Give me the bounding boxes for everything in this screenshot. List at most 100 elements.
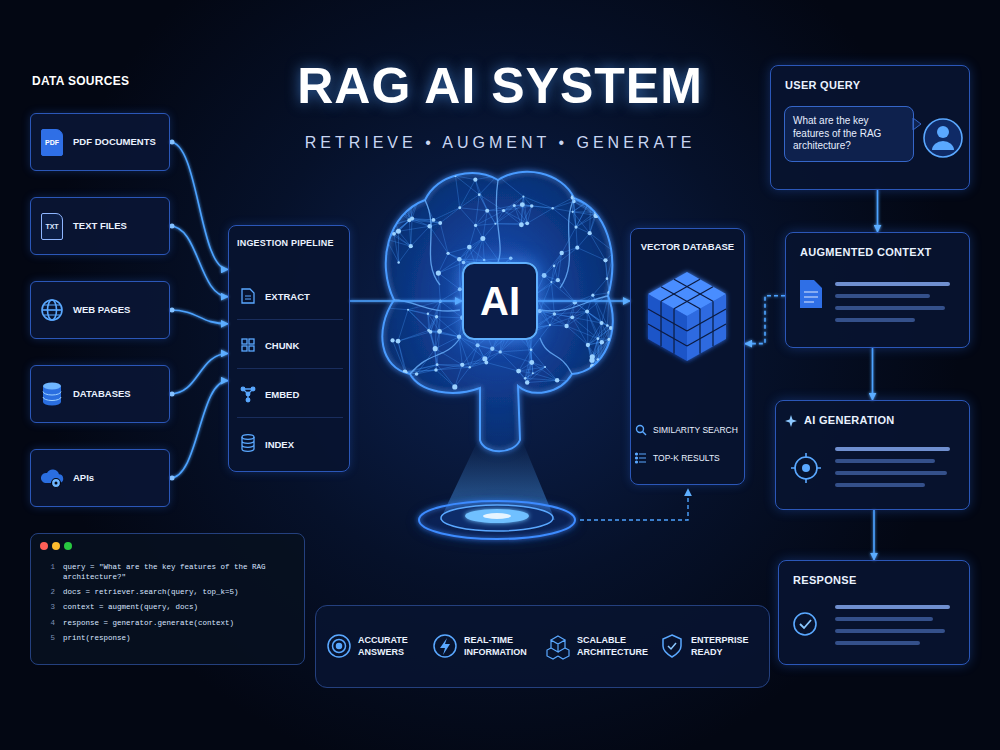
network-dot <box>478 193 481 196</box>
flow-connector <box>170 226 228 297</box>
network-link <box>607 252 614 279</box>
panel-fill <box>30 197 170 255</box>
network-link <box>484 258 511 260</box>
brain-folds <box>410 338 460 374</box>
network-dot <box>597 185 600 188</box>
flow-connector <box>873 510 875 560</box>
network-dot <box>588 231 592 235</box>
network-dot <box>586 343 590 347</box>
network-link <box>411 226 430 246</box>
generation-illustration <box>835 483 925 487</box>
network-link <box>455 365 462 387</box>
network-link <box>587 293 609 312</box>
box-heading: USER QUERY <box>785 79 955 91</box>
network-link <box>391 189 410 195</box>
network-dot <box>550 281 552 283</box>
embed-icon <box>251 387 255 391</box>
network-link <box>409 220 440 223</box>
database-icon <box>43 383 61 390</box>
network-link <box>598 180 610 186</box>
chunk-icon <box>242 346 247 351</box>
brain-illustration <box>382 172 612 451</box>
network-link <box>591 186 598 200</box>
network-dot <box>485 209 489 213</box>
network-dot <box>437 329 442 334</box>
network-link <box>455 367 470 387</box>
network-link <box>383 228 387 239</box>
network-link <box>600 371 608 381</box>
network-link <box>411 218 412 246</box>
context-illustration <box>804 292 818 302</box>
network-dot <box>476 343 480 347</box>
chip-label: AI <box>480 279 520 324</box>
network-link <box>462 362 486 364</box>
network-dot <box>384 237 388 241</box>
network-dot <box>530 204 533 207</box>
network-link <box>595 187 598 212</box>
network-link <box>438 273 440 301</box>
network-dot <box>607 291 611 295</box>
network-link <box>574 187 598 202</box>
network-link <box>527 350 531 383</box>
network-link <box>386 239 398 262</box>
network-dot <box>564 324 568 328</box>
network-link <box>429 330 459 336</box>
network-link <box>527 208 553 223</box>
network-dot <box>553 312 556 315</box>
network-link <box>428 314 431 332</box>
network-link <box>567 326 588 345</box>
network-dot <box>509 256 513 260</box>
network-link <box>567 326 598 339</box>
ai-chip: AI <box>462 262 538 340</box>
network-link <box>435 317 436 349</box>
line-number: 5 <box>41 633 55 643</box>
network-link <box>597 186 599 187</box>
network-dot <box>593 213 598 218</box>
network-link <box>590 233 606 260</box>
feature-label: REAL-TIME INFORMATION <box>464 635 544 658</box>
chunk-icon <box>249 339 254 344</box>
network-dot <box>520 202 525 207</box>
user-avatar <box>924 119 962 157</box>
response-illustration <box>794 605 950 645</box>
network-dot <box>552 207 554 209</box>
network-link <box>572 317 588 345</box>
network-link <box>398 330 429 341</box>
extract-icon <box>242 289 254 303</box>
network-link <box>459 238 482 259</box>
index-icon <box>242 435 254 452</box>
flow-connector <box>170 381 228 478</box>
network-link <box>406 192 421 193</box>
network-link <box>573 198 595 213</box>
cube-grid <box>648 279 726 353</box>
network-link <box>469 225 475 247</box>
network-link <box>591 187 599 199</box>
database-panel: VECTOR DATABASESIMILARITY SEARCHTOP-K RE… <box>630 228 745 485</box>
network-dot <box>436 363 439 366</box>
query-text: What are the key features of the RAG arc… <box>793 115 905 153</box>
network-dot <box>594 211 597 214</box>
target-icon <box>328 635 350 657</box>
generation-illustration <box>835 471 947 475</box>
network-link <box>607 293 609 326</box>
section-heading: DATA SOURCES <box>32 74 232 88</box>
generation-illustration <box>791 453 821 483</box>
network-link <box>591 186 598 199</box>
network-link <box>573 198 596 216</box>
network-dot <box>499 350 502 353</box>
network-link <box>591 191 619 199</box>
network-link <box>469 247 484 260</box>
network-dot <box>480 236 485 241</box>
network-dot <box>607 379 609 381</box>
target-icon <box>333 640 346 653</box>
line-number: 4 <box>41 618 55 628</box>
network-link <box>596 187 598 216</box>
network-dot <box>525 380 529 384</box>
network-link <box>436 370 455 387</box>
network-dot <box>435 315 438 318</box>
network-dot <box>553 265 556 268</box>
response-illustration <box>835 629 945 633</box>
network-dot <box>381 227 383 229</box>
network-link <box>567 312 588 326</box>
